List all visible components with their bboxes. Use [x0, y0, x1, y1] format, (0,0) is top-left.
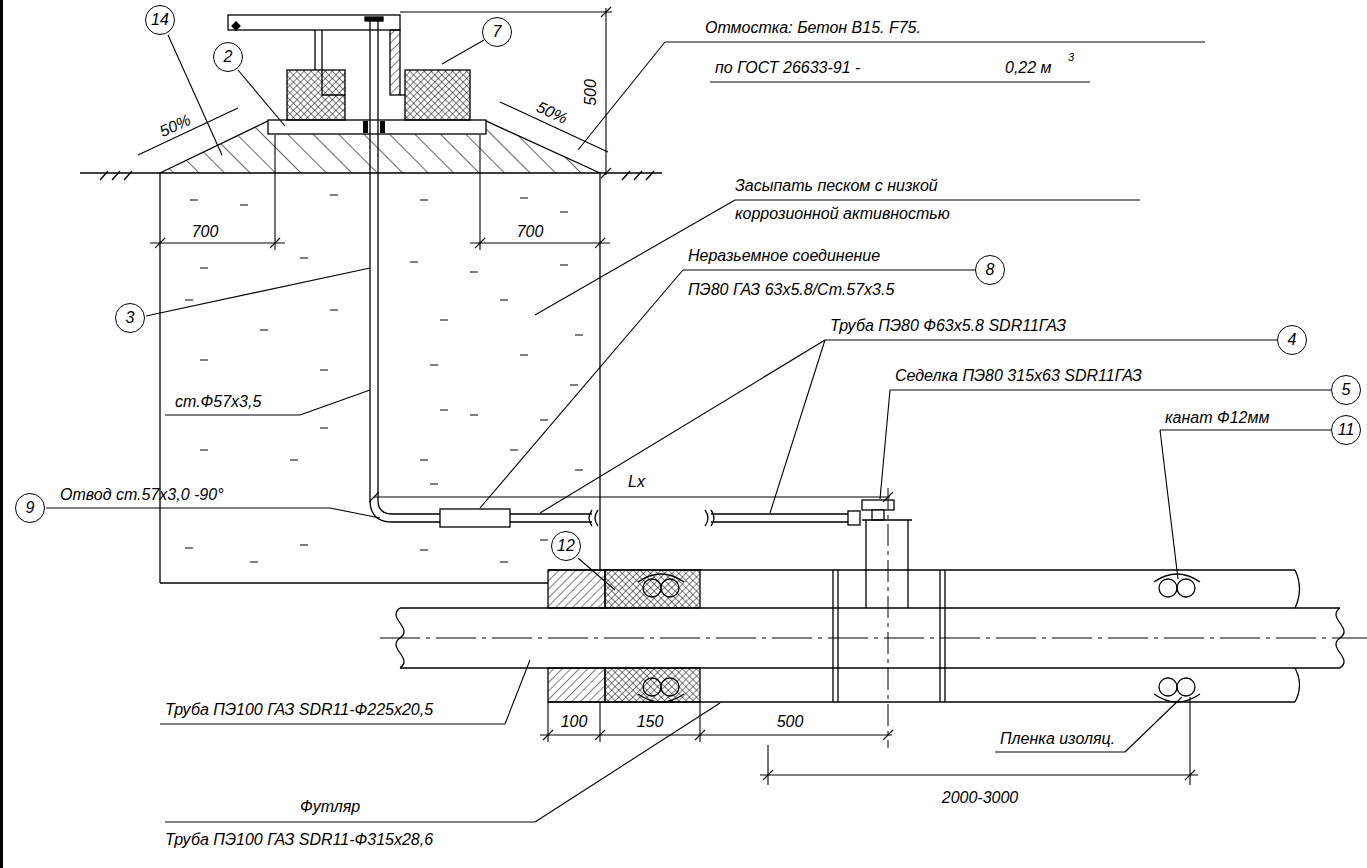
drawing-label: 0,22 м	[1005, 58, 1052, 77]
callout-number: 2	[224, 48, 233, 66]
drawing-label: Труба ПЭ100 ГАЗ SDR11-Ф225х20,5	[165, 700, 433, 719]
drawing-label: 50%	[533, 97, 570, 128]
callout-circle: 5	[1331, 375, 1361, 405]
drawing-label: 500	[777, 712, 804, 731]
dimension-lines	[138, 7, 1198, 785]
drawing-label: 100	[561, 712, 588, 731]
ground-and-trench	[80, 171, 662, 583]
callout-circle: 8	[975, 255, 1005, 285]
callout-number: 14	[151, 11, 169, 29]
drawing-label: по ГОСТ 26633-91 -	[715, 58, 860, 77]
drawing-label: ПЭ80 ГАЗ 63х5.8/Ст.57х3.5	[688, 280, 894, 299]
control-pipe	[365, 17, 912, 608]
callout-circle: 4	[1277, 325, 1307, 355]
drawing-label: Пленка изоляц.	[1000, 729, 1115, 748]
drawing-label: канат Ф12мм	[1165, 408, 1269, 427]
drawing-label: 700	[192, 222, 219, 241]
gas-carpet	[228, 15, 470, 120]
drawing-label: 3	[1068, 50, 1074, 64]
drawing-label: 2000-3000	[942, 788, 1019, 807]
callout-number: 8	[986, 261, 995, 279]
callout-number: 11	[1338, 421, 1355, 439]
callout-circle: 14	[145, 5, 175, 35]
callout-circle: 9	[15, 493, 45, 523]
drawing-label: 500	[580, 79, 599, 106]
drawing-label: Lx	[628, 472, 645, 491]
leader-lines	[46, 35, 1331, 822]
drawing-label: Неразьемное соединение	[688, 246, 880, 265]
callout-circle: 11	[1331, 415, 1361, 445]
drawing-label: Седелка ПЭ80 315х63 SDR11ГАЗ	[895, 366, 1142, 385]
callout-circle: 3	[115, 303, 145, 333]
drawing-label: 700	[517, 222, 544, 241]
drawing-label: Труба ПЭ100 ГАЗ SDR11-Ф315х28,6	[165, 830, 433, 849]
callout-circle: 7	[482, 17, 512, 47]
callout-number: 5	[1342, 381, 1351, 399]
callout-number: 4	[1288, 331, 1297, 349]
callout-number: 3	[126, 309, 135, 327]
drawing-label: Отвод ст.57х3,0 -90°	[60, 485, 224, 504]
callout-circle: 12	[551, 531, 581, 561]
drawing-label: 50%	[156, 110, 193, 141]
frame-line	[0, 0, 3, 868]
drawing-label: 150	[637, 712, 664, 731]
callout-number: 7	[493, 23, 502, 41]
drawing-label: Засыпать песком с низкой коррозионной ак…	[735, 172, 970, 228]
drawing-label: Труба ПЭ80 Ф63х5.8 SDR11ГАЗ	[830, 316, 1066, 335]
drawing-label: Футляр	[300, 797, 360, 816]
drawing-label: ст.Ф57х3,5	[175, 392, 261, 411]
callout-number: 9	[26, 499, 35, 517]
casing-and-main-pipe	[380, 488, 1367, 748]
concrete-apron	[160, 120, 600, 173]
callout-circle: 2	[213, 42, 243, 72]
callout-number: 12	[557, 537, 575, 555]
drawing-label: Отмостка: Бетон B15. F75.	[705, 18, 921, 37]
